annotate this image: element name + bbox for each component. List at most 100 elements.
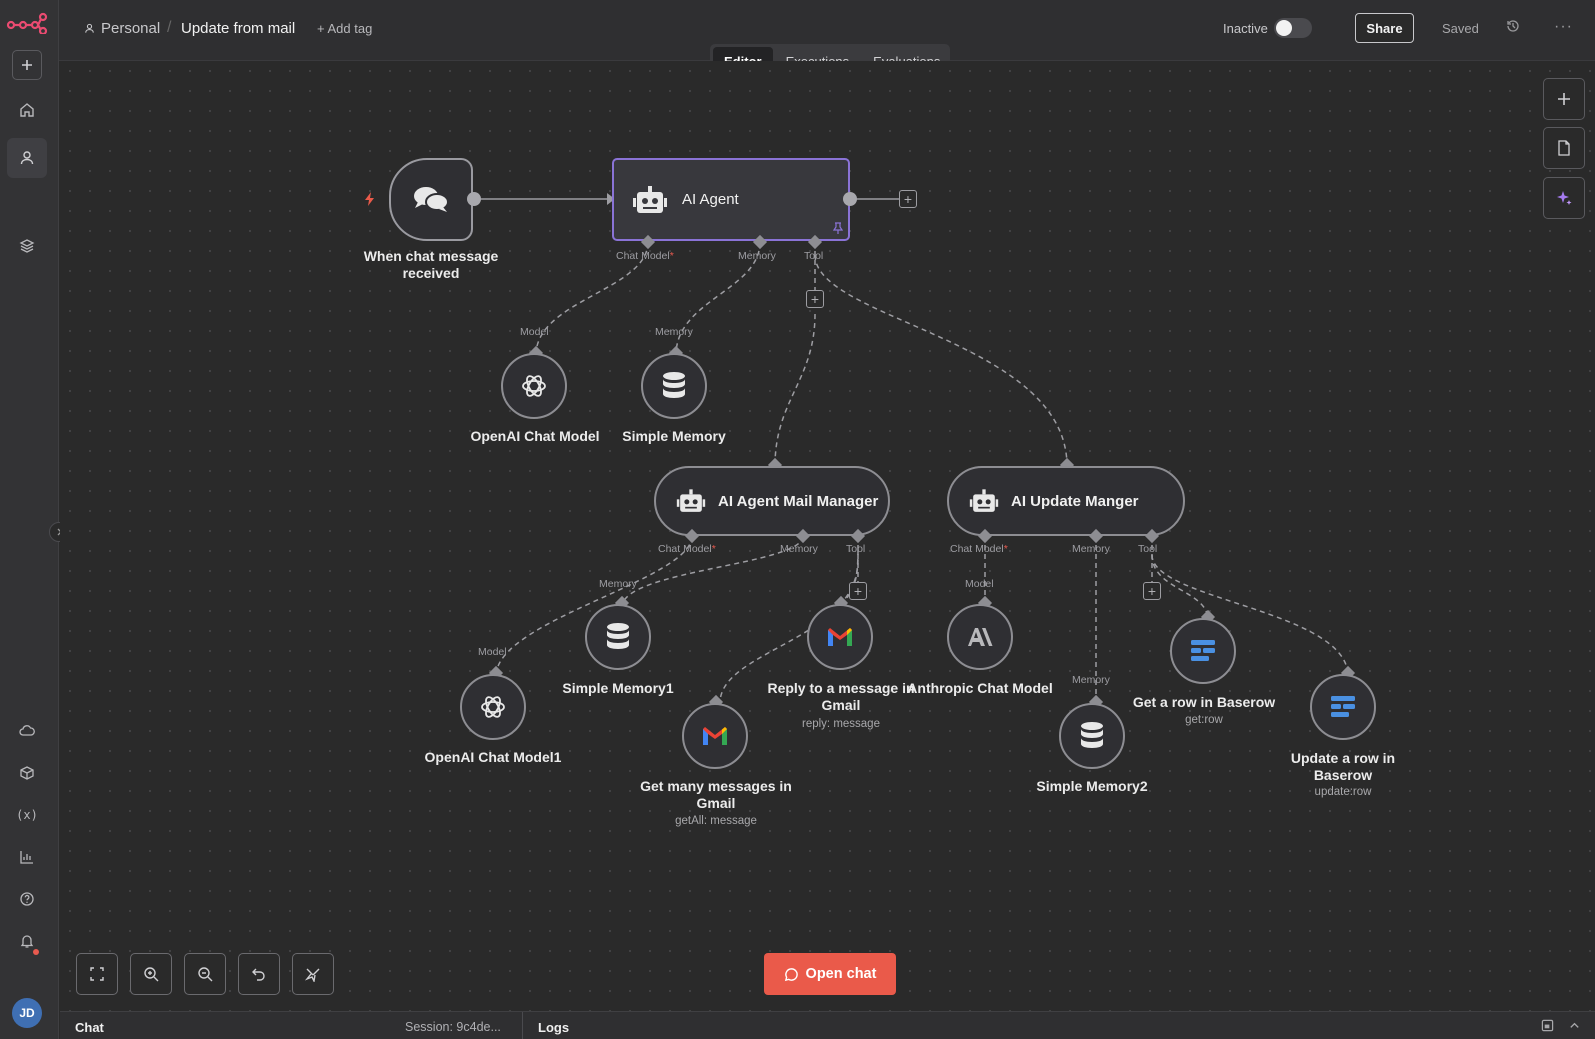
plus-icon xyxy=(1558,93,1570,105)
chevron-up-icon[interactable] xyxy=(1568,1019,1581,1032)
node-ai-agent-mail-manager[interactable]: AI Agent Mail Manager xyxy=(654,466,890,536)
panel-divider xyxy=(522,1012,523,1039)
node-label-update-row-baserow: Update a row in Baserow xyxy=(1290,750,1396,783)
cloud-button[interactable] xyxy=(7,711,47,751)
add-tool-button[interactable]: + xyxy=(849,582,867,600)
node-label-anthropic-chat-model: Anthropic Chat Model xyxy=(907,680,1053,696)
node-simple-memory[interactable] xyxy=(641,353,707,419)
node-openai-chat-model1[interactable] xyxy=(460,674,526,740)
database-icon xyxy=(663,372,685,398)
agent-output-handle[interactable] xyxy=(843,192,857,206)
node-get-row-baserow[interactable] xyxy=(1170,618,1236,684)
fit-view-button[interactable] xyxy=(76,953,118,995)
node-ai-update-manager[interactable]: AI Update Manger xyxy=(947,466,1185,536)
openai-icon xyxy=(481,696,505,718)
open-chat-button[interactable]: Open chat xyxy=(764,953,896,995)
zoom-in-icon xyxy=(144,967,159,982)
user-icon xyxy=(20,151,34,165)
toggle-knob xyxy=(1276,20,1292,36)
add-sticky-note-button[interactable] xyxy=(1543,127,1585,169)
node-simple-memory2[interactable] xyxy=(1059,703,1125,769)
breadcrumb-project[interactable]: Personal xyxy=(84,20,160,37)
add-node-panel-button[interactable] xyxy=(1543,78,1585,120)
create-button[interactable] xyxy=(12,50,42,80)
sticky-note-icon xyxy=(1558,140,1570,156)
help-button[interactable] xyxy=(7,879,47,919)
logs-panel-tab[interactable]: Logs xyxy=(538,1020,570,1035)
personal-button[interactable] xyxy=(7,138,47,178)
undo-icon xyxy=(252,968,265,981)
gmail-icon xyxy=(828,628,852,646)
handle-label-model: Model xyxy=(965,578,994,590)
layers-icon xyxy=(19,239,35,253)
workflow-canvas[interactable] xyxy=(60,61,1595,1011)
insights-button[interactable] xyxy=(7,837,47,877)
variables-button[interactable]: (x) xyxy=(7,795,47,835)
n8n-logo-icon[interactable] xyxy=(6,12,48,39)
node-openai-chat-model[interactable] xyxy=(501,353,567,419)
zoom-out-button[interactable] xyxy=(184,953,226,995)
plus-icon xyxy=(22,60,32,70)
reset-zoom-button[interactable] xyxy=(238,953,280,995)
node-ai-agent[interactable]: AI Agent xyxy=(612,158,850,241)
node-get-many-gmail[interactable] xyxy=(682,703,748,769)
node-label-get-many-gmail: Get many messages in Gmail xyxy=(640,778,792,811)
notifications-button[interactable] xyxy=(7,921,47,961)
node-label-simple-memory2: Simple Memory2 xyxy=(1036,778,1148,794)
gmail-icon xyxy=(703,727,727,745)
chat-bubbles-icon xyxy=(414,186,449,212)
active-toggle[interactable] xyxy=(1274,18,1312,38)
openai-icon xyxy=(522,375,546,397)
cloud-icon xyxy=(19,725,35,736)
share-button[interactable]: Share xyxy=(1355,13,1414,43)
node-chat-trigger[interactable] xyxy=(389,158,473,241)
history-icon[interactable] xyxy=(1505,18,1521,39)
session-id: Session: 9c4de... xyxy=(405,1020,501,1034)
handle-label-tool: Tool xyxy=(1138,543,1158,555)
node-subtitle-get-row-baserow: get:row xyxy=(1185,714,1223,726)
add-tag-link[interactable]: + Add tag xyxy=(317,21,373,36)
box-icon xyxy=(20,766,34,780)
node-title: AI Update Manger xyxy=(1011,492,1139,510)
more-options-icon[interactable]: ··· xyxy=(1554,18,1573,35)
node-subtitle-update-row-baserow: update:row xyxy=(1314,786,1372,798)
help-icon xyxy=(20,892,34,906)
popout-icon[interactable] xyxy=(1541,1019,1554,1032)
node-label-openai-chat-model: OpenAI Chat Model xyxy=(470,428,600,444)
node-label-simple-memory1: Simple Memory1 xyxy=(562,680,674,696)
open-chat-label: Open chat xyxy=(805,966,877,982)
home-button[interactable] xyxy=(7,90,47,130)
node-update-row-baserow[interactable] xyxy=(1310,674,1376,740)
projects-button[interactable] xyxy=(7,226,47,266)
add-tool-button[interactable]: + xyxy=(806,290,824,308)
node-reply-gmail[interactable] xyxy=(807,604,873,670)
anthropic-icon xyxy=(968,628,993,646)
project-name: Personal xyxy=(101,20,161,37)
avatar[interactable]: JD xyxy=(12,998,42,1028)
chart-icon xyxy=(20,851,33,864)
output-handle[interactable] xyxy=(467,192,481,206)
handle-label-memory: Memory xyxy=(655,326,693,338)
status-label: Inactive xyxy=(1223,21,1268,36)
handle-label-memory: Memory xyxy=(780,543,818,555)
node-simple-memory1[interactable] xyxy=(585,604,651,670)
left-sidebar: (x) JD xyxy=(0,0,59,1039)
node-label-simple-memory: Simple Memory xyxy=(622,428,726,444)
pin-icon xyxy=(832,221,844,239)
handle-label-memory: Memory xyxy=(599,578,637,590)
bottom-panel-bar: Chat Session: 9c4de... Logs xyxy=(60,1011,1595,1039)
node-label-reply-gmail: Reply to a message in Gmail xyxy=(767,680,915,713)
baserow-icon xyxy=(1191,640,1215,661)
add-node-button[interactable]: + xyxy=(899,190,917,208)
node-anthropic-chat-model[interactable] xyxy=(947,604,1013,670)
templates-button[interactable] xyxy=(7,753,47,793)
add-tool-button[interactable]: + xyxy=(1143,582,1161,600)
handle-label-memory: Memory xyxy=(738,250,776,262)
tidy-up-button[interactable] xyxy=(292,953,334,995)
chat-panel-tab[interactable]: Chat xyxy=(75,1020,104,1035)
ai-assistant-button[interactable] xyxy=(1543,177,1585,219)
zoom-in-button[interactable] xyxy=(130,953,172,995)
robot-icon xyxy=(676,489,706,512)
robot-icon xyxy=(633,185,667,213)
workflow-title[interactable]: Update from mail xyxy=(181,20,296,37)
